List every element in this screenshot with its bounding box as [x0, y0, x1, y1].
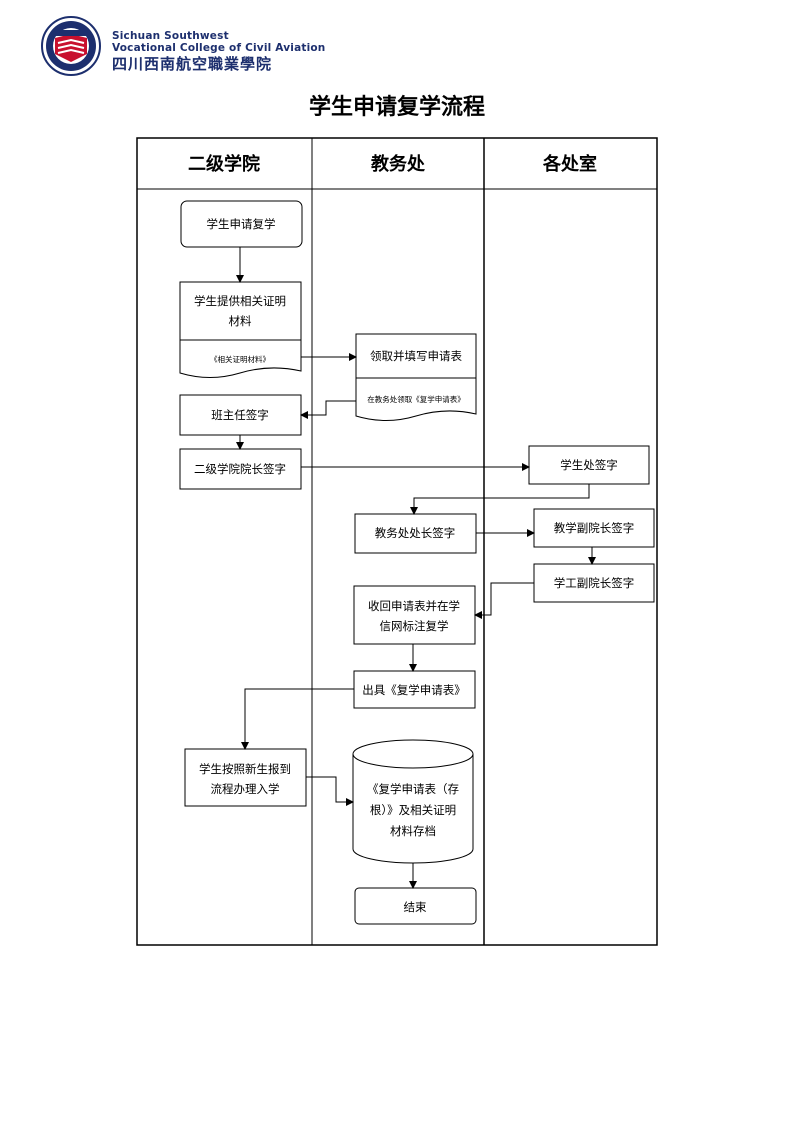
node-apply-box: [180, 200, 303, 248]
node-student-office: 学生处签字: [560, 458, 618, 472]
node-collect-form-box: [355, 333, 477, 379]
node-class-teacher-box: [179, 394, 302, 436]
arrow-student-office-to-director: [410, 484, 590, 515]
arrow-issue-to-enroll: [241, 688, 354, 750]
node-provide-line2: 材料: [229, 314, 252, 328]
arrow-enroll-to-archive: [306, 776, 354, 806]
node-retrieve-line1: 收回申请表并在学: [368, 599, 460, 613]
node-provide-line1: 学生提供相关证明: [194, 294, 286, 308]
node-vp-student-box: [533, 563, 655, 603]
lane-header-academic-affairs: 教务处: [371, 153, 426, 175]
page-title: 学生申请复学流程: [308, 95, 485, 120]
school-name-en-line2: Vocational College of Civil Aviation: [112, 42, 326, 54]
node-retrieve-line2: 信网标注复学: [380, 619, 449, 633]
node-dean-sign: 二级学院院长签字: [194, 462, 286, 476]
doc-supporting-materials: 《相关证明材料》: [210, 354, 270, 364]
node-end: 结束: [404, 900, 427, 914]
node-apply: 学生申请复学: [207, 217, 276, 231]
swimlane-frame: [136, 137, 658, 946]
node-archive-line2: 根）》及相关证明: [370, 803, 456, 817]
lane-header-college: 二级学院: [188, 153, 260, 175]
node-archive-line3: 材料存档: [390, 824, 436, 838]
node-vp-teaching: 教学副院长签字: [554, 521, 635, 535]
node-archive-line1: 《复学申请表（存: [367, 782, 459, 796]
lane-header-departments: 各处室: [542, 153, 597, 175]
node-enroll-box: [184, 748, 307, 807]
node-issue: 出具《复学申请表》: [362, 683, 466, 697]
node-issue-box: [353, 670, 476, 709]
node-academic-director-box: [354, 513, 477, 554]
node-enroll-line1: 学生按照新生报到: [199, 762, 291, 776]
doc-collect-form: 在教务处领取《复学申请表》: [367, 394, 465, 404]
node-class-teacher: 班主任签字: [211, 408, 269, 422]
school-name-en-line1: Sichuan Southwest: [112, 30, 229, 42]
node-student-office-box: [528, 445, 650, 485]
node-collect-form: 领取并填写申请表: [370, 349, 462, 363]
arrow-vp-student-to-retrieve: [474, 582, 534, 619]
doc-supporting-materials-shape: [179, 339, 302, 378]
node-retrieve-box: [353, 585, 476, 645]
node-dean-sign-box: [179, 448, 302, 490]
node-archive-cylinder-top: [352, 739, 474, 769]
school-name-cn: 四川西南航空職業學院: [112, 55, 273, 73]
node-provide-box: [179, 281, 302, 341]
school-logo-icon: [41, 16, 101, 76]
node-academic-director: 教务处处长签字: [375, 526, 456, 540]
node-enroll-line2: 流程办理入学: [211, 782, 280, 796]
doc-collect-form-shape: [355, 377, 477, 421]
school-header: Sichuan Southwest Vocational College of …: [40, 16, 340, 76]
node-vp-student: 学工副院长签字: [554, 576, 635, 590]
node-vp-teaching-box: [533, 508, 655, 548]
arrow-collect-to-class-teacher: [300, 400, 356, 419]
